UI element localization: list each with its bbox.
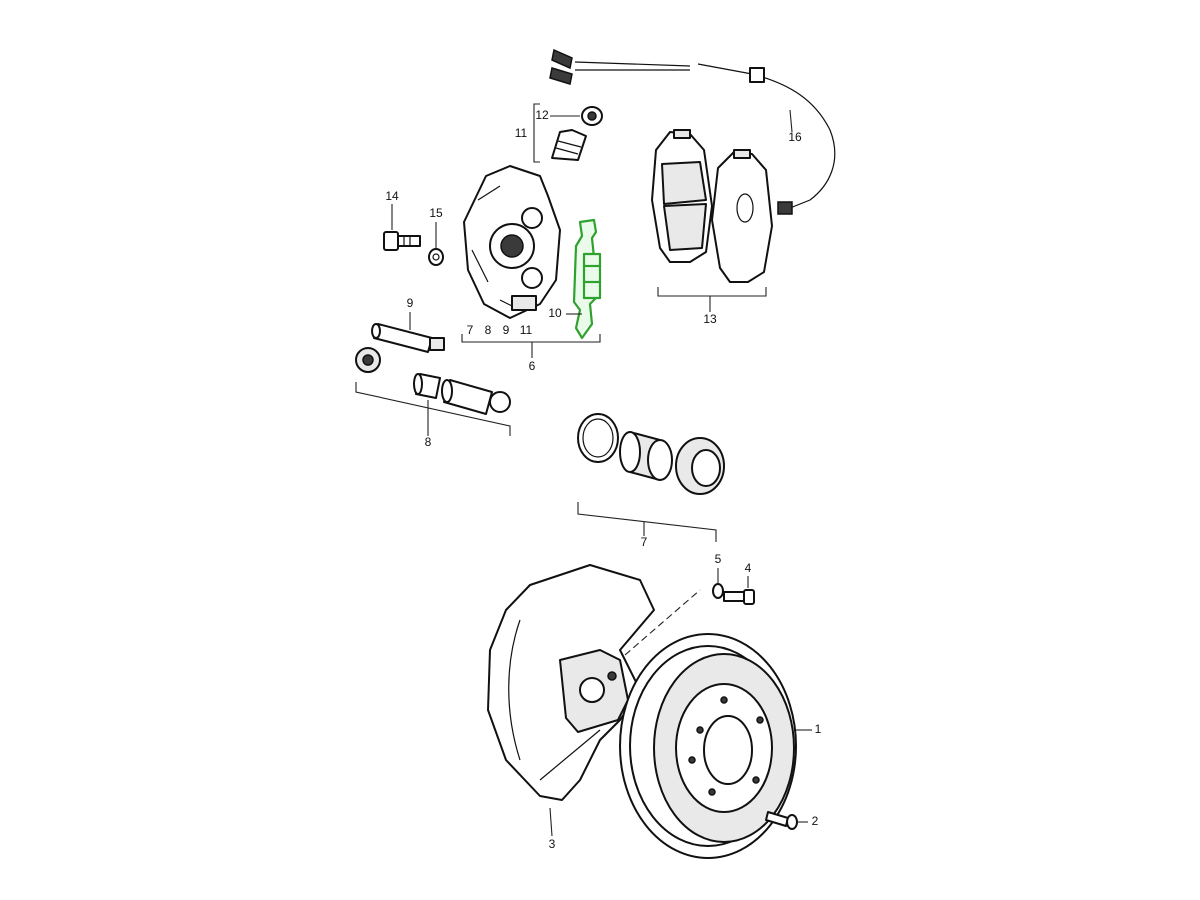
callout-6-sub-8: 8 [485,323,492,337]
part-3-splash-shield[interactable] [487,564,701,801]
part-6-caliper-housing[interactable] [463,165,561,319]
callout-12: 12 [535,108,549,122]
callout-3: 3 [549,837,556,851]
callout-1: 1 [815,722,822,736]
part-13-brake-pad-set[interactable] [651,129,773,283]
callout-6-sub-7: 7 [467,323,474,337]
part-10-spreader-spring[interactable] [572,218,602,340]
part-12-dust-cap[interactable] [581,106,603,126]
callout-4: 4 [745,561,752,575]
part-16-wear-sensor-cable[interactable] [549,48,836,215]
part-2-disc-screw[interactable] [765,811,798,830]
callout-8: 8 [425,435,432,449]
callout-13: 13 [703,312,717,326]
callout-10: 10 [548,306,562,320]
part-14-mounting-bolt[interactable] [383,231,421,251]
callout-7: 7 [641,535,648,549]
callout-15: 15 [429,206,443,220]
callout-2: 2 [812,814,819,828]
part-8-guide-bushing-kit[interactable] [355,347,511,415]
callout-6-sub-9: 9 [503,323,510,337]
callout-6: 6 [529,359,536,373]
part-9-guide-pin[interactable] [371,323,445,353]
callout-14: 14 [385,189,399,203]
callout-5: 5 [715,552,722,566]
callout-11: 11 [515,126,528,140]
part-4-bolt[interactable] [723,589,755,605]
callout-16: 16 [788,130,802,144]
callout-6-sub-11: 11 [520,323,533,337]
part-15-lock-washer[interactable] [428,248,444,266]
callout-9: 9 [407,296,414,310]
part-1-brake-disc[interactable] [619,633,797,859]
part-5-washer[interactable] [712,583,724,599]
part-7-piston-seal-kit[interactable] [577,413,725,495]
part-11-bleeder-screw[interactable] [551,129,587,161]
